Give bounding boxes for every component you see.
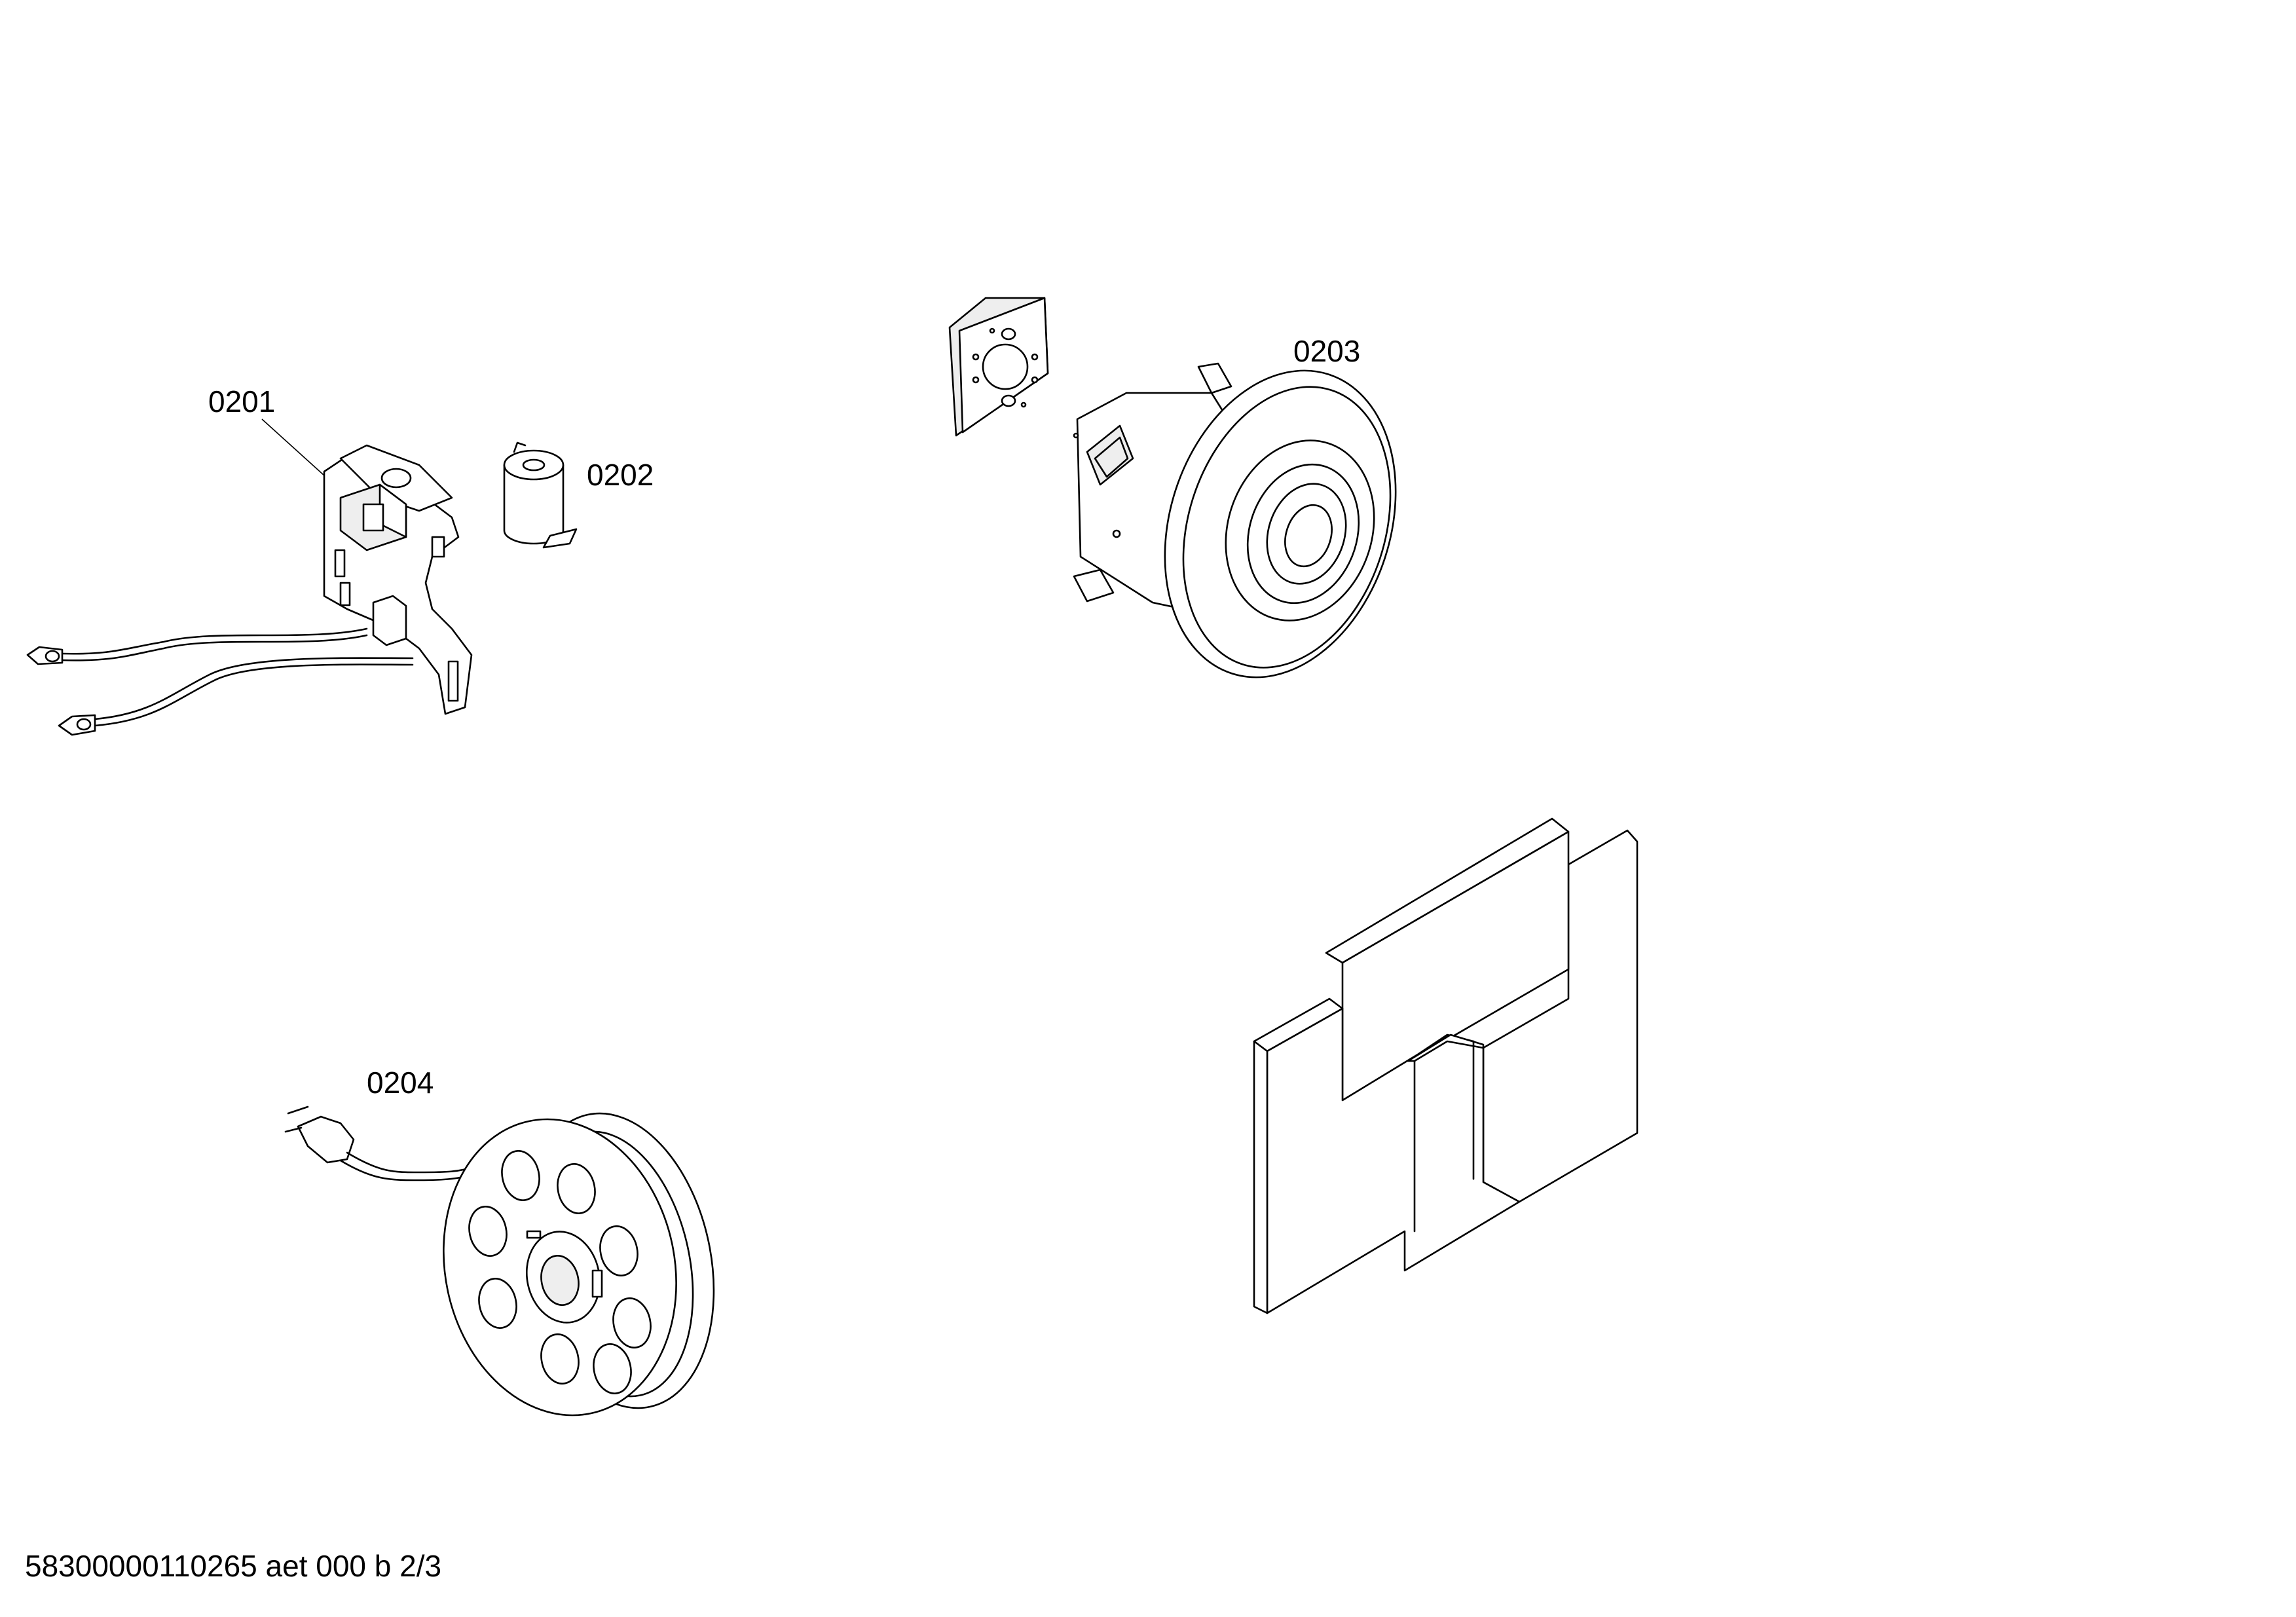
cable-reel-icon — [284, 1106, 715, 1417]
part-label-0201: 0201 — [208, 384, 276, 418]
motor-icon — [1073, 362, 1397, 678]
part-label-0204: 0204 — [367, 1066, 434, 1100]
part-label-0203: 0203 — [1293, 334, 1361, 368]
control-switch-assembly-icon — [26, 418, 473, 736]
foam-insulation-block-icon — [1253, 817, 1639, 1314]
motor-mount-plate-icon — [948, 297, 1049, 437]
capacitor-icon — [503, 441, 578, 549]
part-label-0202: 0202 — [587, 458, 654, 492]
document-id: 58300000110265 aet 000 b 2/3 — [25, 1549, 442, 1583]
